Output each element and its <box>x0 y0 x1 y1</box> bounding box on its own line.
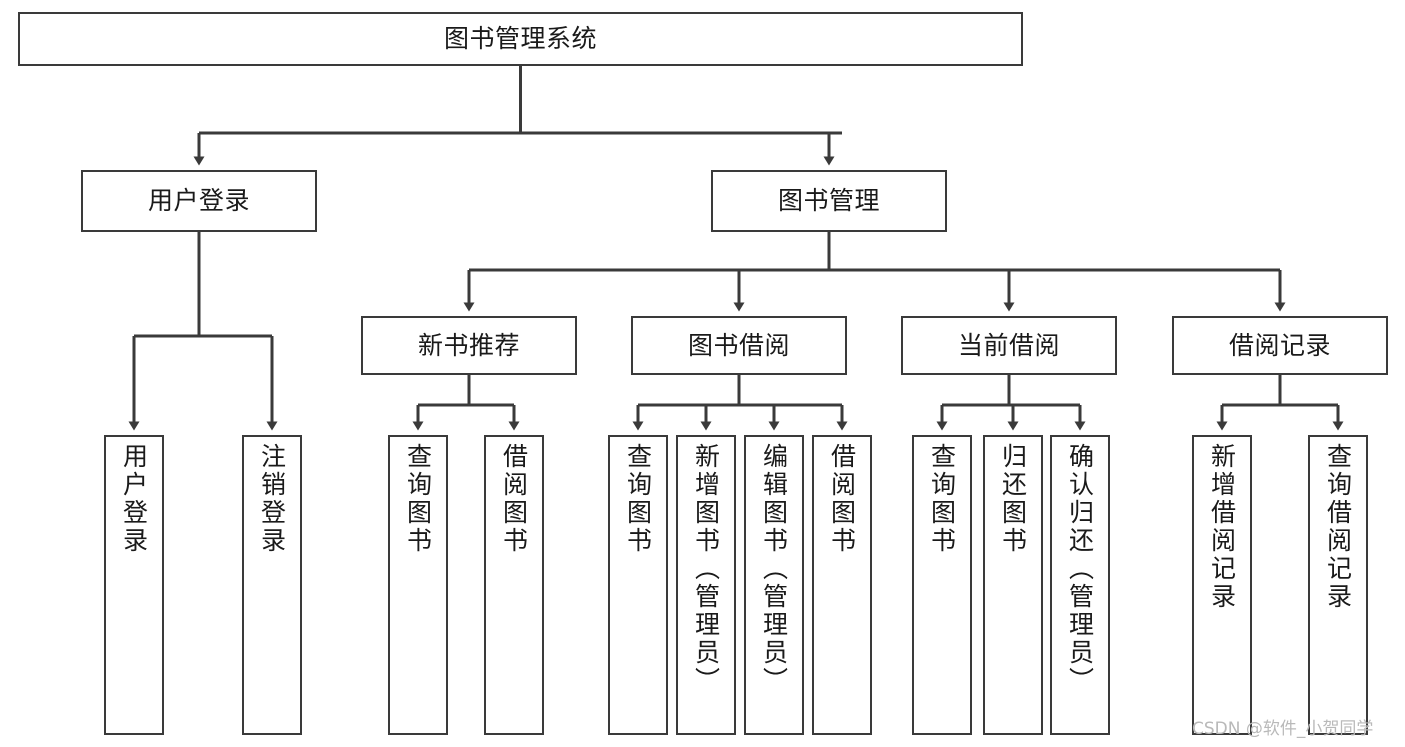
node-leaf-borrow-book-1[interactable]: 借阅图书 <box>484 435 544 735</box>
node-root-label: 图书管理系统 <box>443 24 597 54</box>
node-root[interactable]: 图书管理系统 <box>18 12 1023 66</box>
node-leaf-edit-book-label: 编辑图书（管理员） <box>759 443 789 695</box>
node-leaf-logout-label: 注销登录 <box>257 443 287 555</box>
node-leaf-user-login[interactable]: 用户登录 <box>104 435 164 735</box>
node-leaf-query-book-3[interactable]: 查询图书 <box>912 435 972 735</box>
node-leaf-add-book[interactable]: 新增图书（管理员） <box>676 435 736 735</box>
node-book-borrow[interactable]: 图书借阅 <box>631 316 847 375</box>
node-book-manage[interactable]: 图书管理 <box>711 170 947 232</box>
node-book-manage-label: 图书管理 <box>777 186 880 216</box>
node-new-book-rec[interactable]: 新书推荐 <box>361 316 577 375</box>
node-leaf-borrow-book-2-label: 借阅图书 <box>827 443 857 555</box>
node-leaf-query-book-1[interactable]: 查询图书 <box>388 435 448 735</box>
node-leaf-add-book-label: 新增图书（管理员） <box>691 443 721 695</box>
node-current-borrow[interactable]: 当前借阅 <box>901 316 1117 375</box>
node-leaf-add-record-label: 新增借阅记录 <box>1207 443 1237 611</box>
node-leaf-query-book-2-label: 查询图书 <box>623 443 653 555</box>
node-leaf-user-login-label: 用户登录 <box>119 443 149 555</box>
csdn-watermark: CSDN @软件_小贺同学 <box>1192 719 1374 739</box>
node-user-login-label: 用户登录 <box>147 186 250 216</box>
node-borrow-record[interactable]: 借阅记录 <box>1172 316 1388 375</box>
node-leaf-confirm-return[interactable]: 确认归还（管理员） <box>1050 435 1110 735</box>
node-book-borrow-label: 图书借阅 <box>687 330 790 360</box>
node-leaf-query-book-3-label: 查询图书 <box>927 443 957 555</box>
node-new-book-rec-label: 新书推荐 <box>417 330 520 360</box>
node-leaf-return-book[interactable]: 归还图书 <box>983 435 1043 735</box>
node-leaf-logout[interactable]: 注销登录 <box>242 435 302 735</box>
node-leaf-borrow-book-1-label: 借阅图书 <box>499 443 529 555</box>
node-current-borrow-label: 当前借阅 <box>957 330 1060 360</box>
node-leaf-query-book-2[interactable]: 查询图书 <box>608 435 668 735</box>
node-leaf-add-record[interactable]: 新增借阅记录 <box>1192 435 1252 735</box>
node-user-login[interactable]: 用户登录 <box>81 170 317 232</box>
node-borrow-record-label: 借阅记录 <box>1228 330 1331 360</box>
node-leaf-return-book-label: 归还图书 <box>998 443 1028 555</box>
node-leaf-query-book-1-label: 查询图书 <box>403 443 433 555</box>
node-leaf-confirm-return-label: 确认归还（管理员） <box>1065 443 1095 695</box>
node-leaf-borrow-book-2[interactable]: 借阅图书 <box>812 435 872 735</box>
node-leaf-query-record-label: 查询借阅记录 <box>1323 443 1353 611</box>
node-leaf-query-record[interactable]: 查询借阅记录 <box>1308 435 1368 735</box>
node-leaf-edit-book[interactable]: 编辑图书（管理员） <box>744 435 804 735</box>
